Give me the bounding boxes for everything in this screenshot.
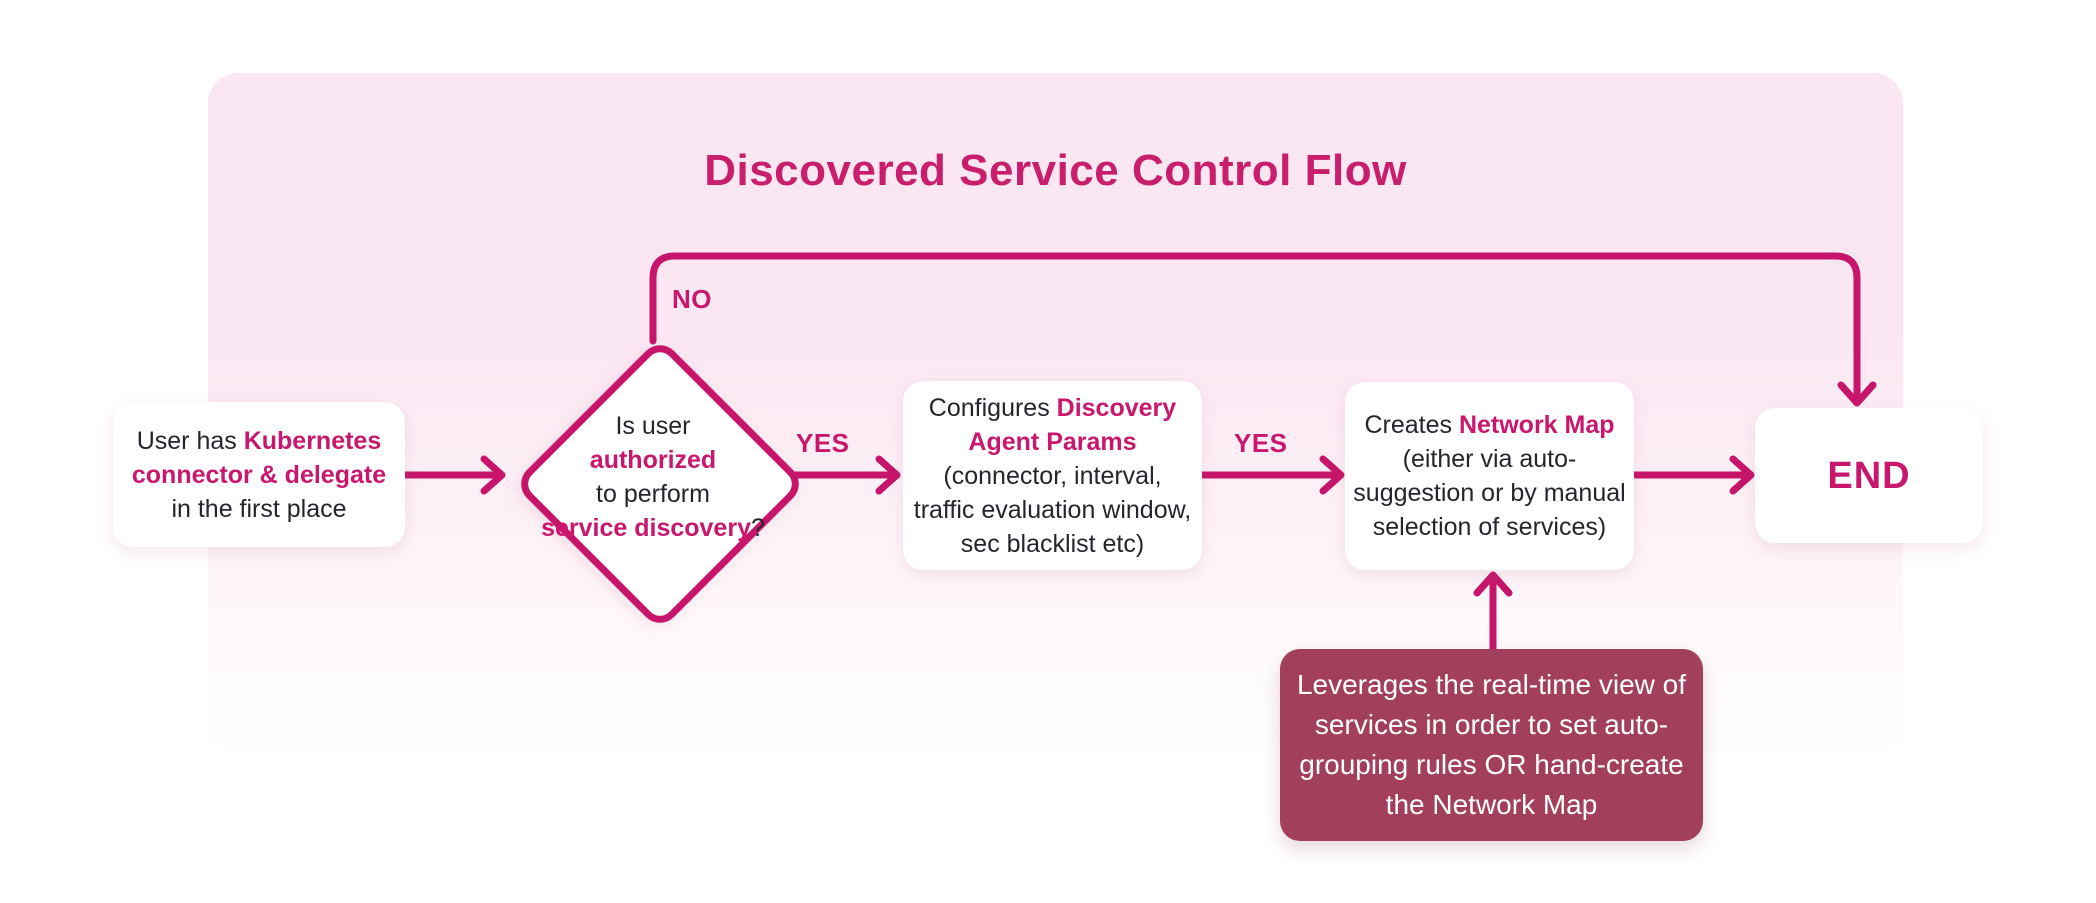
edge-label-no: NO [672, 284, 712, 314]
annotation-line: services in order to set auto- [1314, 709, 1669, 740]
edge-label-yes-1: YES [796, 428, 850, 458]
start-node-text: User has Kubernetes connector & delegate… [132, 424, 386, 526]
text-run: suggestion or by manual [1353, 479, 1626, 507]
annotation-line: grouping rules OR hand-create [1299, 749, 1684, 780]
node-decision-text: Is user authorized to perform service di… [516, 402, 790, 552]
text-run: (connector, interval, [943, 461, 1162, 490]
node-configure-params: Configures Discovery Agent Params (conne… [903, 381, 1202, 570]
accent-text: service discovery [541, 514, 751, 542]
annotation-line: the Network Map [1385, 789, 1598, 820]
text-run: Configures [928, 393, 1057, 422]
node-end: END [1755, 408, 1983, 543]
create-node-text: Creates Network Map (either via auto- su… [1353, 408, 1625, 544]
text-run: User has [136, 426, 244, 455]
text-run: to perform [596, 480, 710, 508]
text-run: (either via auto- [1402, 445, 1577, 473]
configure-node-text: Configures Discovery Agent Params (conne… [914, 391, 1191, 561]
text-run: in the first place [171, 494, 347, 523]
accent-text: Kubernetes [243, 426, 382, 455]
text-run: Creates [1364, 411, 1459, 439]
page-title: Discovered Service Control Flow [704, 146, 1407, 195]
text-run: traffic evaluation window, [913, 495, 1192, 524]
text-run: selection of services) [1372, 513, 1607, 541]
text-run: Is user [615, 412, 691, 440]
edge-label-yes-2: YES [1234, 428, 1288, 458]
node-start: User has Kubernetes connector & delegate… [113, 402, 405, 547]
accent-text: connector & delegate [131, 460, 387, 489]
accent-text: Discovery [1056, 393, 1177, 422]
annotation-box: Leverages the real-time view of services… [1280, 649, 1703, 841]
annotation-line: Leverages the real-time view of [1296, 669, 1687, 700]
accent-text: Agent Params [968, 427, 1137, 456]
end-label: END [1827, 454, 1911, 497]
accent-text: Network Map [1458, 411, 1615, 439]
text-run: ? [750, 514, 765, 542]
node-create-network-map: Creates Network Map (either via auto- su… [1345, 382, 1634, 570]
text-run: sec blacklist etc) [960, 529, 1145, 558]
accent-text: authorized [589, 446, 717, 474]
